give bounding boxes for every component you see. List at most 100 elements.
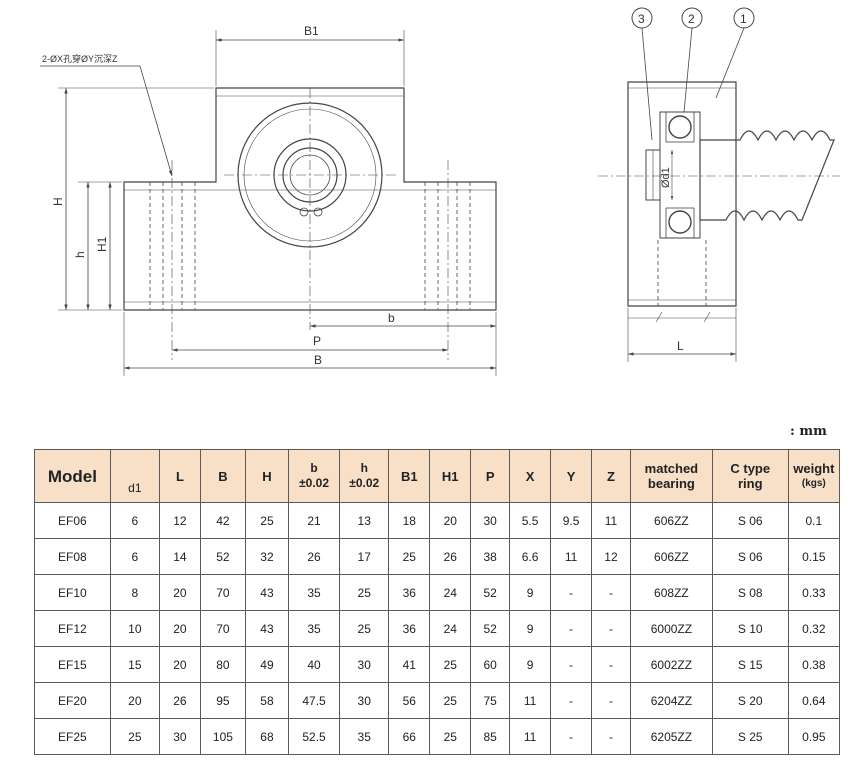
table-cell-B1: 41 xyxy=(388,646,431,683)
table-cell-b: 26 xyxy=(287,538,341,575)
table-cell-H1: 24 xyxy=(429,610,472,647)
table-cell-H: 43 xyxy=(244,574,289,611)
table-cell-ring: S 06 xyxy=(711,502,789,539)
table-cell-L: 14 xyxy=(158,538,201,575)
table-cell-L: 26 xyxy=(158,682,201,719)
table-cell-B1: 36 xyxy=(388,574,431,611)
housing-outline xyxy=(123,87,497,311)
table-cell-weight: 0.64 xyxy=(787,682,841,719)
table-cell-X: 6.6 xyxy=(509,538,552,575)
table-cell-weight: 0.32 xyxy=(787,610,841,647)
table-cell-d1: 15 xyxy=(109,646,160,683)
table-cell-b: 47.5 xyxy=(287,682,341,719)
dim-label-H1: H1 xyxy=(95,236,109,252)
header-H: H xyxy=(244,449,289,503)
table-cell-P: 85 xyxy=(470,718,511,755)
table-cell-B1: 56 xyxy=(388,682,431,719)
table-cell-bearing: 6002ZZ xyxy=(629,646,713,683)
table-cell-H: 49 xyxy=(244,646,289,683)
header-b: b±0.02 xyxy=(287,449,341,503)
table-header-row: Model d1 L B H b±0.02 h±0.02 B1 H1 P X Y… xyxy=(34,449,841,503)
table-cell-B: 80 xyxy=(199,646,246,683)
table-cell-Z: - xyxy=(591,610,631,647)
table-cell-h: 17 xyxy=(339,538,390,575)
table-cell-H: 25 xyxy=(244,502,289,539)
table-cell-Z: 12 xyxy=(591,538,631,575)
header-B1: B1 xyxy=(388,449,431,503)
table-cell-bearing: 6204ZZ xyxy=(629,682,713,719)
table-cell-model: EF08 xyxy=(34,538,111,575)
header-model: Model xyxy=(34,449,111,503)
table-cell-bearing: 606ZZ xyxy=(629,502,713,539)
header-H1: H1 xyxy=(429,449,472,503)
table-cell-H1: 25 xyxy=(429,718,472,755)
unit-label: : mm xyxy=(790,424,827,439)
table-cell-H1: 25 xyxy=(429,646,472,683)
ball-bottom xyxy=(668,210,692,234)
table-cell-X: 9 xyxy=(509,610,552,647)
table-cell-X: 5.5 xyxy=(509,502,552,539)
dim-label-B1: B1 xyxy=(304,24,319,38)
table-cell-Y: - xyxy=(550,610,593,647)
table-cell-Y: - xyxy=(550,574,593,611)
table-cell-h: 25 xyxy=(339,574,390,611)
table-cell-b: 21 xyxy=(287,502,341,539)
table-cell-H: 43 xyxy=(244,610,289,647)
table-cell-model: EF15 xyxy=(34,646,111,683)
table-cell-d1: 20 xyxy=(109,682,160,719)
table-cell-H: 68 xyxy=(244,718,289,755)
table-cell-X: 9 xyxy=(509,646,552,683)
dim-label-h: h xyxy=(73,251,87,258)
table-cell-ring: S 10 xyxy=(711,610,789,647)
header-weight: weight(kgs) xyxy=(787,449,841,503)
table-cell-L: 12 xyxy=(158,502,201,539)
table-cell-P: 52 xyxy=(470,574,511,611)
table-cell-X: 11 xyxy=(509,718,552,755)
side-view xyxy=(598,7,840,362)
table-cell-B1: 66 xyxy=(388,718,431,755)
balloon-1 xyxy=(733,7,755,29)
table-cell-Y: - xyxy=(550,682,593,719)
table-cell-h: 25 xyxy=(339,610,390,647)
balloon-label-1: 1 xyxy=(740,12,747,26)
table-cell-b: 35 xyxy=(287,610,341,647)
table-cell-L: 20 xyxy=(158,574,201,611)
table-cell-Z: 11 xyxy=(591,502,631,539)
table-cell-Y: 11 xyxy=(550,538,593,575)
table-cell-L: 20 xyxy=(158,610,201,647)
table-cell-H1: 24 xyxy=(429,574,472,611)
table-cell-L: 20 xyxy=(158,646,201,683)
table-cell-model: EF20 xyxy=(34,682,111,719)
table-cell-B: 70 xyxy=(199,610,246,647)
table-cell-B: 95 xyxy=(199,682,246,719)
table-cell-Z: - xyxy=(591,574,631,611)
table-cell-Z: - xyxy=(591,682,631,719)
table-cell-P: 38 xyxy=(470,538,511,575)
table-cell-H: 58 xyxy=(244,682,289,719)
table-cell-d1: 10 xyxy=(109,610,160,647)
header-B: B xyxy=(199,449,246,503)
header-L: L xyxy=(158,449,201,503)
table-cell-B: 105 xyxy=(199,718,246,755)
table-cell-B1: 18 xyxy=(388,502,431,539)
table-cell-d1: 6 xyxy=(109,538,160,575)
table-cell-weight: 0.33 xyxy=(787,574,841,611)
table-cell-ring: S 20 xyxy=(711,682,789,719)
table-cell-weight: 0.38 xyxy=(787,646,841,683)
table-cell-b: 35 xyxy=(287,574,341,611)
table-cell-weight: 0.15 xyxy=(787,538,841,575)
table-cell-Z: - xyxy=(591,718,631,755)
table-cell-ring: S 25 xyxy=(711,718,789,755)
dim-label-L: L xyxy=(677,339,684,353)
table-cell-Y: - xyxy=(550,646,593,683)
table-cell-d1: 8 xyxy=(109,574,160,611)
table-cell-H1: 26 xyxy=(429,538,472,575)
table-cell-B: 70 xyxy=(199,574,246,611)
table-cell-B: 52 xyxy=(199,538,246,575)
table-cell-Z: - xyxy=(591,646,631,683)
